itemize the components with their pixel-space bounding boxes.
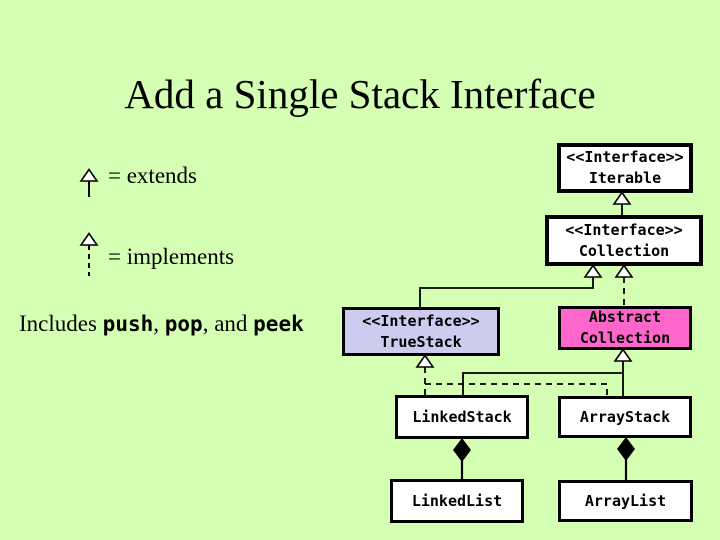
composition-diamond-arraystack-icon: [617, 437, 635, 461]
class-name-label: LinkedStack: [412, 407, 512, 426]
legend-extends-arrowhead-icon: [79, 168, 99, 182]
includes-note-sep1: ,: [153, 311, 165, 336]
class-name-label: TrueStack: [380, 332, 462, 351]
arrowhead-collection-left-icon: [583, 264, 603, 278]
arrowhead-truestack-icon: [415, 354, 435, 368]
class-name-label: Iterable: [588, 169, 662, 187]
arrowhead-iterable-icon: [612, 191, 632, 205]
class-box-arraylist: ArrayList: [558, 480, 693, 522]
class-box-collection: <<Interface>> Collection: [545, 215, 703, 266]
includes-note-sep2: , and: [202, 311, 254, 336]
includes-note-prefix: Includes: [19, 311, 103, 336]
class-name-label: Abstract: [588, 308, 662, 326]
class-box-linkedlist: LinkedList: [390, 479, 524, 523]
arrowhead-abstractcollection-icon: [613, 348, 633, 362]
legend-implements-arrowhead-icon: [79, 232, 99, 246]
legend-implements-label: = implements: [108, 244, 235, 269]
arrowhead-collection-right-icon: [614, 264, 634, 278]
class-name-label: ArrayList: [584, 491, 667, 510]
composition-diamond-linkedstack-icon: [453, 438, 471, 462]
class-name-label: Collection: [578, 241, 670, 260]
peek-code-text: peek: [253, 312, 304, 336]
slide-title: Add a Single Stack Interface: [124, 71, 596, 117]
stereotype-label: <<Interface>>: [566, 148, 684, 166]
push-code-text: push: [102, 312, 154, 336]
edge-arraystack-implements-truestack: [425, 383, 608, 396]
legend-extends-label: = extends: [108, 163, 197, 188]
class-box-arraystack: ArrayStack: [558, 396, 692, 438]
class-box-linkedstack: LinkedStack: [395, 395, 529, 439]
edge-linkedstack-extends-abstractcollection: [462, 372, 623, 395]
class-box-truestack: <<Interface>> TrueStack: [342, 307, 500, 356]
class-name-label: ArrayStack: [579, 407, 671, 426]
class-box-abstract-collection: Abstract Collection: [558, 306, 692, 350]
pop-code-text: pop: [164, 312, 203, 336]
edge-truestack-extends-collection: [419, 277, 594, 307]
class-box-iterable: <<Interface>> Iterable: [557, 143, 693, 193]
stereotype-label: <<Interface>>: [565, 220, 683, 239]
includes-note: Includes push, pop, and peek: [19, 311, 304, 337]
class-name-label: Collection: [579, 329, 671, 347]
stereotype-label: <<Interface>>: [362, 311, 480, 330]
class-name-label: LinkedList: [411, 491, 503, 510]
